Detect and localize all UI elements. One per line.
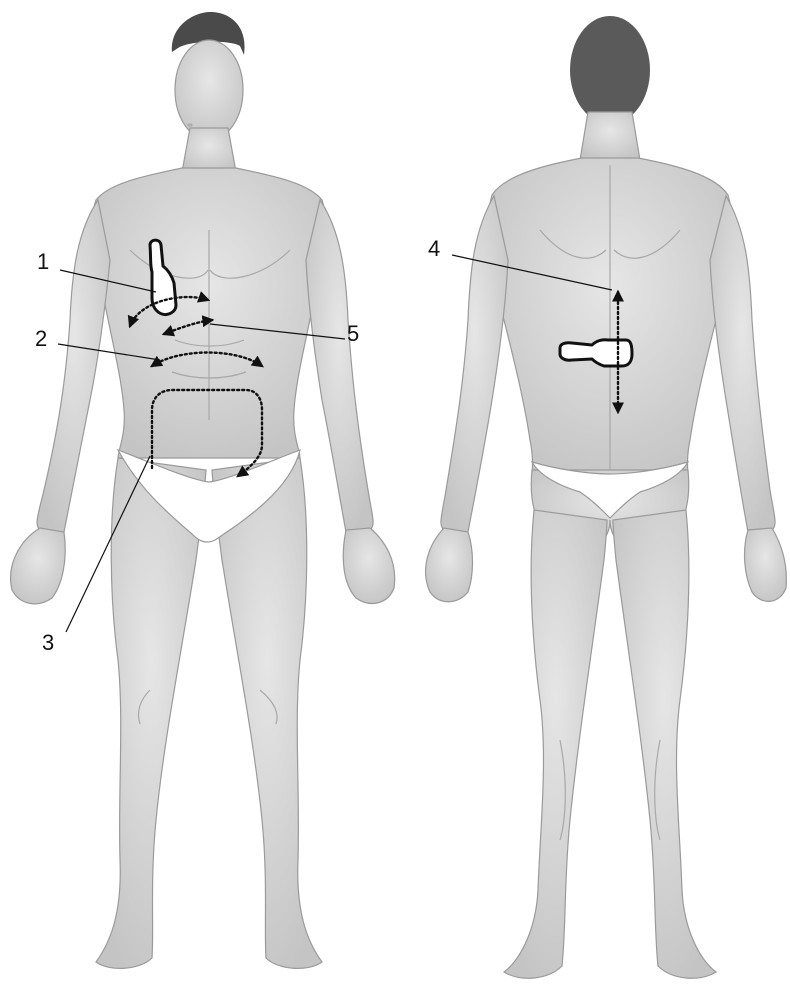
- back-left-leg: [504, 510, 607, 978]
- back-head: [570, 16, 650, 124]
- front-head: [175, 40, 243, 140]
- front-right-leg: [212, 458, 322, 968]
- back-left-hand: [426, 528, 473, 602]
- back-right-hand: [745, 528, 787, 601]
- callout-2: 2: [35, 328, 47, 350]
- front-right-hand: [343, 528, 394, 603]
- callout-5: 5: [347, 323, 359, 345]
- front-right-arm: [306, 200, 373, 532]
- back-right-arm: [710, 196, 775, 532]
- back-left-arm: [441, 196, 508, 532]
- callout-1: 1: [37, 251, 49, 273]
- back-right-leg: [613, 510, 716, 978]
- front-neck: [182, 128, 236, 172]
- callout-3: 3: [42, 632, 54, 654]
- back-neck: [580, 112, 640, 160]
- callout-4: 4: [428, 238, 440, 260]
- front-left-hand: [11, 528, 66, 604]
